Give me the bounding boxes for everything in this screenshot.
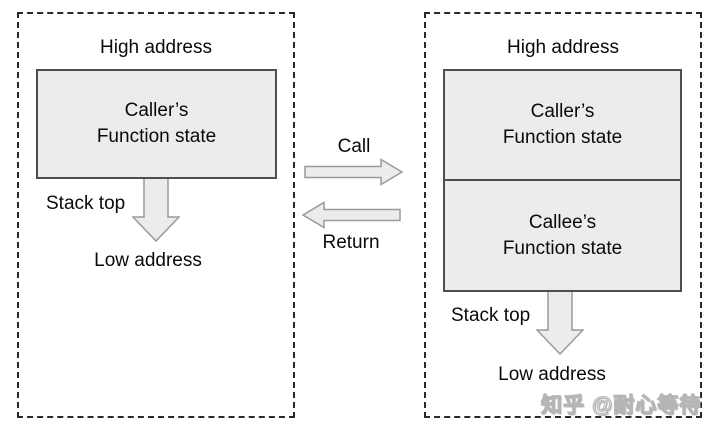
after-call-panel: High address Caller’s Function state Cal… xyxy=(424,12,702,418)
stack-top-label: Stack top xyxy=(46,193,126,214)
high-address-label: High address xyxy=(507,37,619,58)
stack-growth-down-arrow-icon xyxy=(536,292,584,356)
return-left-arrow-icon xyxy=(301,201,401,229)
before-call-panel: High address Caller’s Function state Sta… xyxy=(17,12,295,418)
stack-growth-down-arrow-icon xyxy=(132,179,180,243)
caller-frame-box: Caller’s Function state xyxy=(36,69,277,179)
return-label: Return xyxy=(322,232,380,253)
high-address-label: High address xyxy=(100,37,212,58)
call-label: Call xyxy=(337,136,371,157)
callee-frame-line2: Function state xyxy=(502,237,623,259)
low-address-label: Low address xyxy=(94,250,202,271)
callee-frame-box: Callee’s Function state xyxy=(443,179,682,292)
callee-frame-line1: Callee’s xyxy=(528,211,597,233)
caller-frame-line2: Function state xyxy=(502,127,623,148)
caller-frame-box: Caller’s Function state xyxy=(443,69,682,181)
caller-frame-line2: Function state xyxy=(96,126,217,147)
caller-frame-line1: Caller’s xyxy=(124,100,189,121)
caller-frame-line1: Caller’s xyxy=(530,101,595,122)
call-right-arrow-icon xyxy=(304,158,404,186)
stack-top-label: Stack top xyxy=(451,305,531,326)
zhihu-watermark: 知乎 @耐心等待 xyxy=(540,394,702,418)
low-address-label: Low address xyxy=(498,364,606,385)
